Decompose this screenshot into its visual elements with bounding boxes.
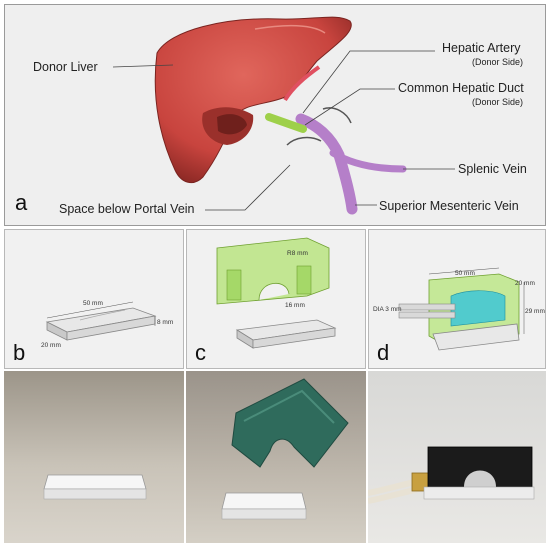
- dim-b-height: 8 mm: [157, 319, 174, 326]
- dim-c-radius: R8 mm: [287, 250, 308, 257]
- photo-base-printed: [4, 371, 184, 543]
- assembly-photo-drawing: [368, 446, 535, 504]
- label-space-below-portal-vein: Space below Portal Vein: [59, 202, 195, 216]
- panel-c-cad: R8 mm 16 mm c: [186, 229, 366, 369]
- dim-d-length: 50 mm: [455, 270, 475, 277]
- dim-d-diameter: DIA 3 mm: [373, 306, 402, 313]
- dim-c-width: 16 mm: [285, 302, 305, 309]
- panel-letter-a: a: [15, 190, 28, 215]
- dim-d-height: 29 mm: [525, 308, 545, 315]
- hepatic-artery-shape: [283, 65, 321, 102]
- cap-photo-drawing: [221, 378, 349, 520]
- panel-b-cad: 50 mm 8 mm 20 mm b: [4, 229, 184, 369]
- label-common-hepatic-duct: Common Hepatic Duct: [398, 81, 524, 95]
- dim-d-depth: 20 mm: [515, 280, 535, 287]
- common-hepatic-duct-shape: [265, 113, 307, 133]
- base-photo-drawing: [43, 474, 147, 500]
- photo-assembly-printed: [368, 371, 546, 543]
- assembly-cad-drawing: [398, 267, 525, 351]
- dim-b-depth: 20 mm: [41, 342, 61, 349]
- label-donor-liver: Donor Liver: [33, 60, 98, 74]
- label-hepatic-artery-sub: (Donor Side): [472, 57, 524, 67]
- donor-liver-shape: [154, 16, 352, 184]
- label-hepatic-artery: Hepatic Artery: [442, 41, 521, 55]
- liver-illustration: [112, 16, 455, 215]
- base-cad-drawing: [45, 301, 157, 341]
- portal-vein-shape: [295, 113, 358, 215]
- splenic-vein-shape: [329, 149, 407, 173]
- photo-cap-printed: [186, 371, 366, 543]
- panel-d-cad: 50 mm 20 mm 29 mm DIA 3 mm d: [368, 229, 546, 369]
- dim-b-length: 50 mm: [83, 300, 103, 307]
- label-common-hepatic-duct-sub: (Donor Side): [472, 97, 524, 107]
- panel-a-anatomy: Donor Liver Hepatic Artery (Donor Side) …: [4, 4, 546, 226]
- cap-cad-drawing: [216, 237, 337, 349]
- label-superior-mesenteric-vein: Superior Mesenteric Vein: [379, 199, 519, 213]
- panel-letter-c: c: [195, 340, 206, 365]
- panel-letter-b: b: [13, 340, 26, 365]
- label-splenic-vein: Splenic Vein: [458, 162, 527, 176]
- panel-letter-d: d: [377, 340, 390, 365]
